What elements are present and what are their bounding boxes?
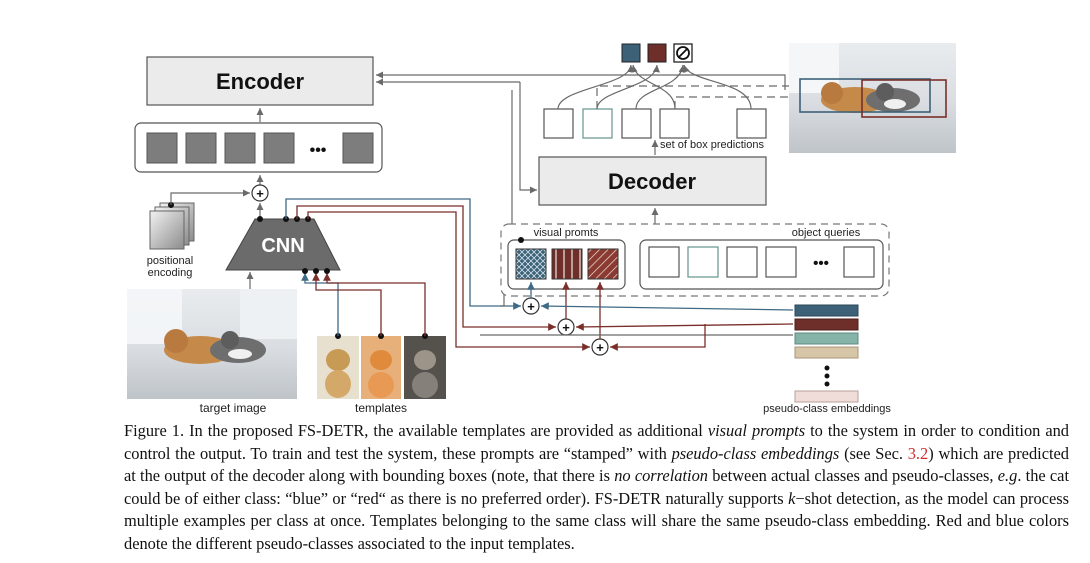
svg-text:+: +: [596, 340, 604, 355]
token: [263, 132, 295, 164]
figure-diagram: Encoder ••• + positional encoding CNN ta…: [127, 43, 956, 415]
token-ellipsis: •••: [310, 142, 327, 159]
embedding-blue: [794, 304, 859, 317]
plus-symbol: +: [256, 186, 264, 201]
templates-label: templates: [355, 401, 407, 415]
cnn-label: CNN: [261, 235, 304, 257]
query-ellipsis: •••: [813, 255, 829, 272]
embedding-light: [794, 390, 859, 403]
visual-prompt-blue: [515, 248, 547, 280]
target-image: [127, 289, 297, 399]
object-queries-label: object queries: [792, 227, 861, 239]
token: [146, 132, 178, 164]
box-prediction: [543, 108, 574, 139]
decoder-block: [538, 156, 767, 206]
token: [224, 132, 256, 164]
pseudo-class-label: pseudo-class embeddings: [763, 403, 891, 415]
positional-label-line1: positional: [147, 255, 193, 267]
template-grey-cat: [404, 336, 446, 399]
figure-caption: Figure 1. In the proposed FS-DETR, the a…: [124, 421, 1070, 553]
add-positional-node: [251, 184, 269, 202]
no-class-icon: [673, 43, 693, 63]
object-query: [765, 246, 797, 278]
visual-prompt-red: [587, 248, 619, 280]
token: [185, 132, 217, 164]
template-orange-cat: [361, 336, 401, 399]
red-class-square: [647, 43, 667, 63]
box-predictions-label: set of box predictions: [660, 139, 764, 151]
box-prediction: [736, 108, 767, 139]
box-prediction: [659, 108, 690, 139]
blue-class-square: [621, 43, 641, 63]
section-reference-link[interactable]: 3.2: [907, 443, 929, 463]
template-dog: [317, 336, 359, 399]
object-query: [726, 246, 758, 278]
embedding-red: [794, 318, 859, 331]
token: [342, 132, 374, 164]
svg-text:+: +: [527, 299, 535, 314]
target-image-label: target image: [200, 401, 267, 415]
embedding-tan: [794, 346, 859, 359]
positional-label-line2: encoding: [148, 267, 193, 279]
encoder-label: Encoder: [216, 69, 304, 94]
decoder-label: Decoder: [608, 169, 696, 194]
encoder-block: [146, 56, 374, 106]
box-prediction: [582, 108, 613, 139]
object-query: [648, 246, 680, 278]
svg-text:+: +: [562, 320, 570, 335]
box-prediction: [621, 108, 652, 139]
visual-prompt-red: [551, 248, 583, 280]
visual-prompts-label: visual promts: [534, 227, 599, 239]
object-query: [687, 246, 719, 278]
detection-output-image: [789, 43, 956, 153]
object-query: [843, 246, 875, 278]
embedding-teal: [794, 332, 859, 345]
